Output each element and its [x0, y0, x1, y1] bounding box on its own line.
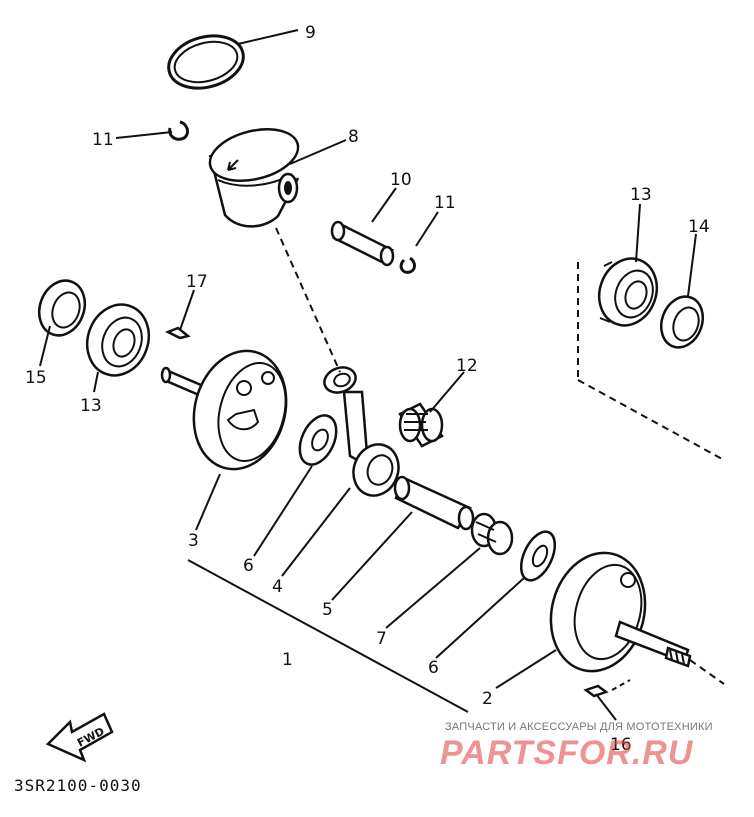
diagram-code: 3SR2100-0030 — [14, 776, 142, 795]
oil-seal-part-left — [37, 279, 87, 337]
forward-arrow-icon: FWD — [45, 712, 114, 763]
crank-wheel-left-part — [160, 349, 288, 471]
callout-2: 2 — [482, 689, 493, 709]
callout-labels: 9 8 11 10 11 13 14 17 15 13 12 3 6 4 5 1… — [25, 23, 710, 755]
callout-15: 15 — [25, 368, 47, 388]
crank-wheel-right-part — [549, 551, 692, 673]
woodruff-key-part-upper — [164, 326, 191, 340]
callout-13-right: 13 — [630, 185, 652, 205]
circlip-part-upper — [168, 120, 189, 141]
callout-11-upper: 11 — [92, 130, 114, 150]
callout-1: 1 — [282, 650, 293, 670]
callout-10: 10 — [390, 170, 412, 190]
piston-pin-part — [330, 220, 395, 267]
piston-ring-part — [167, 34, 245, 90]
connecting-rod-part — [323, 366, 400, 497]
assembly-lines — [275, 227, 725, 691]
washer-part-left — [298, 414, 338, 466]
callout-5: 5 — [322, 600, 333, 620]
circlip-part-lower — [399, 256, 416, 274]
callout-9: 9 — [305, 23, 316, 43]
callout-14: 14 — [688, 217, 710, 237]
crank-pin-part — [393, 475, 475, 531]
washer-part-right — [519, 530, 557, 582]
callout-12: 12 — [456, 356, 478, 376]
woodruff-key-part-lower — [583, 684, 609, 698]
piston-part — [208, 128, 300, 228]
callout-7: 7 — [376, 629, 387, 649]
watermark-caption: ЗАПЧАСТИ И АКСЕССУАРЫ ДЛЯ МОТОТЕХНИКИ — [445, 721, 713, 733]
callout-3: 3 — [188, 531, 199, 551]
needle-bearing-part-lower — [470, 512, 514, 556]
bearing-part-left — [85, 303, 151, 377]
bearing-part-right — [597, 257, 659, 327]
callout-6-left: 6 — [243, 556, 254, 576]
watermark-logo: PARTSFOR.RU — [440, 734, 694, 772]
callout-16: 16 — [610, 735, 632, 755]
callout-11-lower: 11 — [434, 193, 456, 213]
callout-6-right: 6 — [428, 658, 439, 678]
leader-lines — [39, 29, 697, 721]
callout-4: 4 — [272, 577, 283, 597]
oil-seal-part-right — [659, 295, 705, 349]
callout-13-left: 13 — [80, 396, 102, 416]
callout-17: 17 — [186, 272, 208, 292]
callout-8: 8 — [348, 127, 359, 147]
needle-bearing-part-upper — [398, 402, 444, 448]
